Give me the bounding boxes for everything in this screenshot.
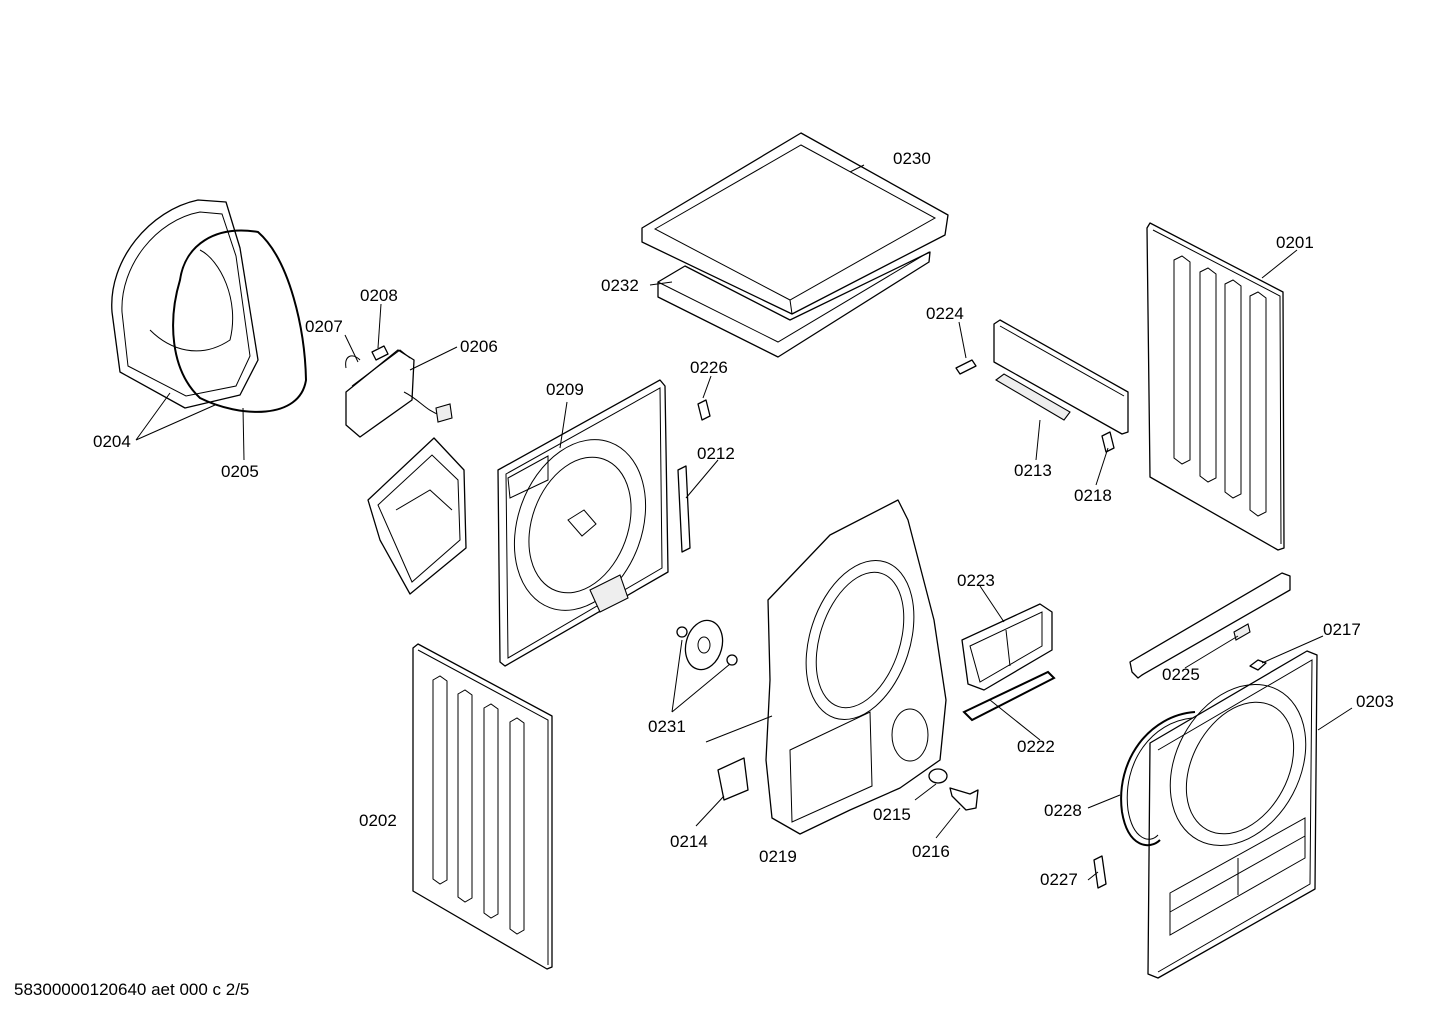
label-0224: 0224 bbox=[926, 304, 964, 323]
part-0212-bracket bbox=[677, 465, 691, 553]
label-0226: 0226 bbox=[690, 358, 728, 377]
label-0218: 0218 bbox=[1074, 486, 1112, 505]
label-0231: 0231 bbox=[648, 717, 686, 736]
label-0227: 0227 bbox=[1040, 870, 1078, 889]
part-0216-connector bbox=[949, 787, 979, 811]
label-0232: 0232 bbox=[601, 276, 639, 295]
label-0212: 0212 bbox=[697, 444, 735, 463]
part-0230-top-cover bbox=[641, 132, 949, 315]
part-0214-sensor bbox=[717, 757, 749, 801]
label-0201: 0201 bbox=[1276, 233, 1314, 252]
part-0209-rear-wall bbox=[497, 379, 669, 667]
label-0217: 0217 bbox=[1323, 620, 1361, 639]
label-0206: 0206 bbox=[460, 337, 498, 356]
label-0230: 0230 bbox=[893, 149, 931, 168]
label-0213: 0213 bbox=[1014, 461, 1052, 480]
part-0223-filter bbox=[961, 603, 1053, 691]
part-0215-knob bbox=[928, 768, 948, 784]
label-0207: 0207 bbox=[305, 317, 343, 336]
label-0219: 0219 bbox=[759, 847, 797, 866]
part-0232-top-board bbox=[657, 251, 931, 358]
part-0226-clip bbox=[697, 399, 711, 421]
part-0206-module bbox=[345, 345, 453, 438]
label-0228: 0228 bbox=[1044, 801, 1082, 820]
part-labels: 0230 0232 0201 0224 0208 0207 0206 0226 … bbox=[93, 149, 1394, 889]
part-0205-seal bbox=[172, 229, 308, 413]
part-0219-bearing-shield bbox=[765, 499, 947, 835]
part-0202-side-panel-left bbox=[412, 643, 553, 970]
label-0223: 0223 bbox=[957, 571, 995, 590]
part-0201-side-panel-right bbox=[1146, 222, 1285, 551]
leader-lines bbox=[135, 164, 1353, 881]
label-0209: 0209 bbox=[546, 380, 584, 399]
label-0222: 0222 bbox=[1017, 737, 1055, 756]
label-0204: 0204 bbox=[93, 432, 131, 451]
part-0218-clip bbox=[1101, 431, 1115, 453]
part-0203-front-panel bbox=[1147, 650, 1318, 979]
label-0225: 0225 bbox=[1162, 665, 1200, 684]
part-0227-latch bbox=[1093, 855, 1107, 889]
label-0202: 0202 bbox=[359, 811, 397, 830]
part-0231-fan bbox=[676, 619, 738, 671]
part-0213-control-board bbox=[993, 319, 1129, 435]
part-0224-switch bbox=[955, 359, 977, 375]
part-air-duct bbox=[367, 437, 467, 595]
label-0205: 0205 bbox=[221, 462, 259, 481]
label-0208: 0208 bbox=[360, 286, 398, 305]
part-0222-filter-seal bbox=[962, 670, 1056, 722]
label-0214: 0214 bbox=[670, 832, 708, 851]
part-0228-door-seal bbox=[1120, 711, 1196, 847]
label-0215: 0215 bbox=[873, 805, 911, 824]
part-0204-rear-shield bbox=[111, 199, 259, 409]
label-0216: 0216 bbox=[912, 842, 950, 861]
drawing-reference: 58300000120640 aet 000 c 2/5 bbox=[14, 980, 250, 999]
part-0225-rail bbox=[1129, 572, 1291, 679]
label-0203: 0203 bbox=[1356, 692, 1394, 711]
